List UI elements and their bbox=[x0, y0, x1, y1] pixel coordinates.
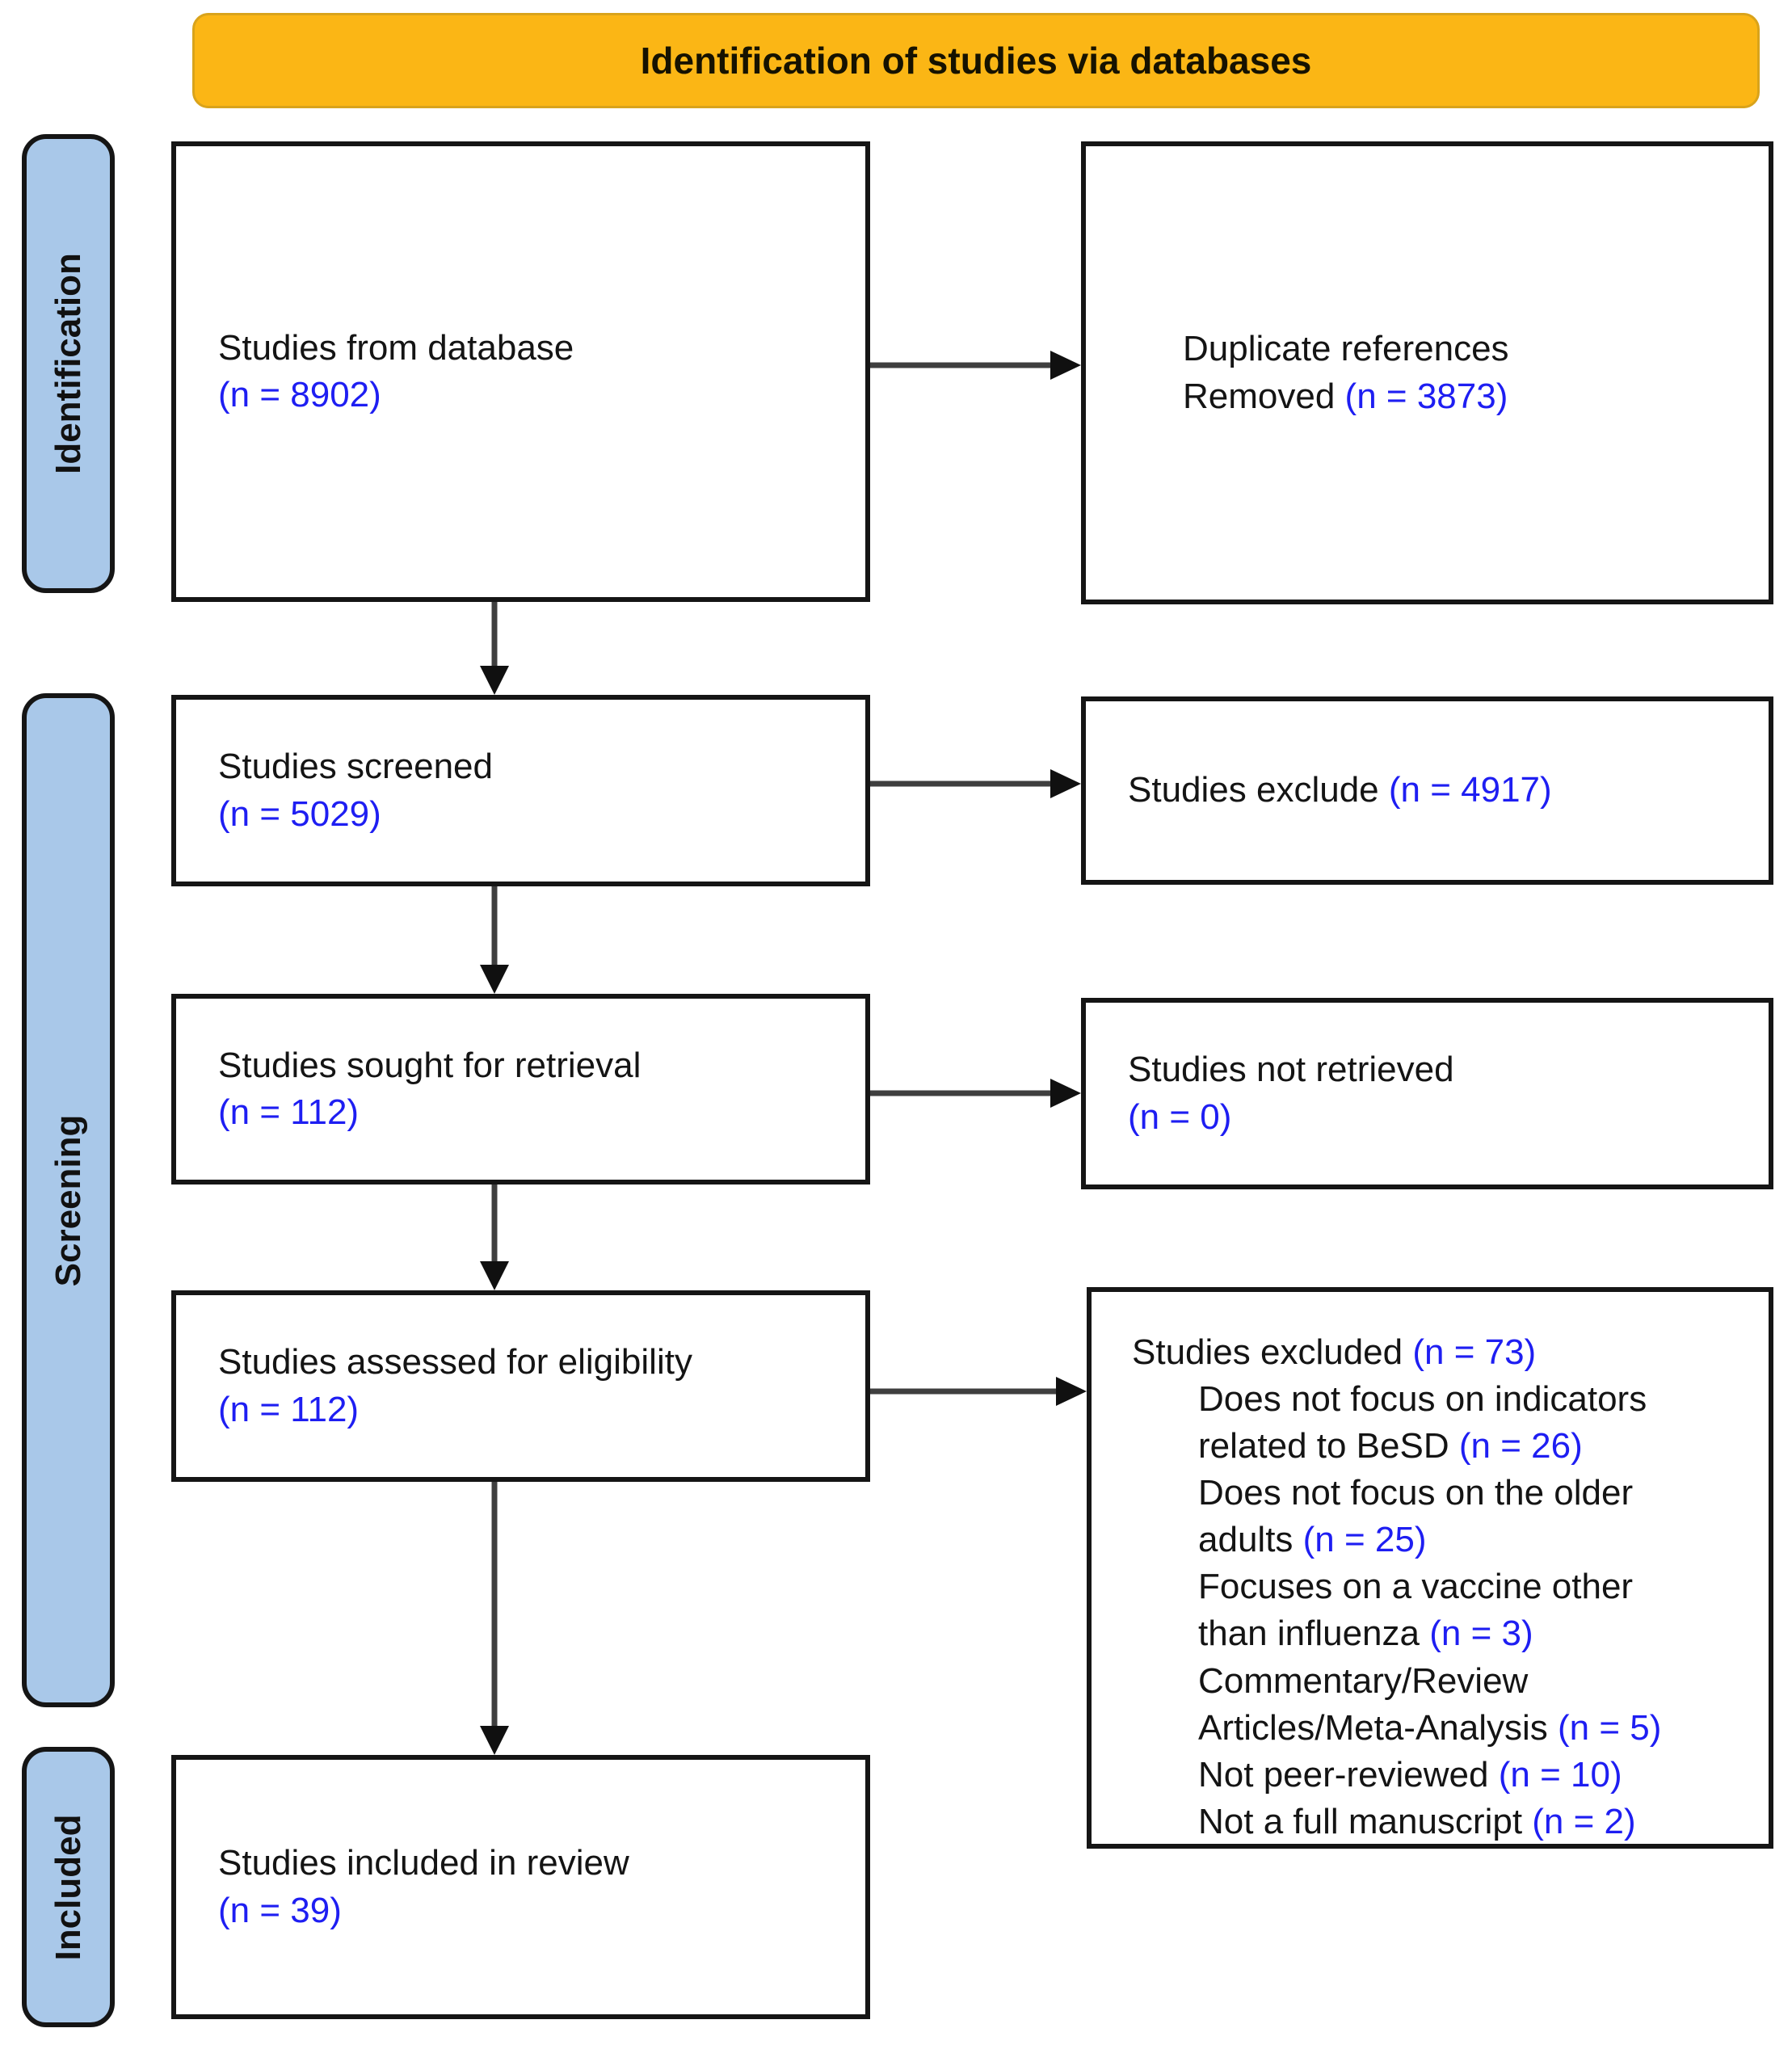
box-studies-excluded-reasons: Studies excluded (n = 73)Does not focus … bbox=[1087, 1287, 1773, 1849]
text-line: (n = 8902) bbox=[218, 372, 843, 419]
text-line: Focuses on a vaccine other bbox=[1132, 1563, 1746, 1610]
count-text: (n = 8902) bbox=[218, 375, 381, 414]
label-text: Studies assessed for eligibility bbox=[218, 1342, 692, 1382]
label-text: Commentary/Review bbox=[1198, 1660, 1529, 1701]
label-text: Does not focus on the older bbox=[1198, 1473, 1634, 1513]
arrow-right-4 bbox=[870, 1377, 1087, 1406]
label-text: Studies not retrieved bbox=[1128, 1050, 1454, 1090]
count-text: (n = 5029) bbox=[218, 793, 381, 834]
count-text: (n = 3873) bbox=[1344, 376, 1508, 416]
text-line: Studies screened bbox=[218, 743, 843, 790]
diagram-title: Identification of studies via databases bbox=[640, 40, 1312, 82]
arrow-down-2 bbox=[480, 886, 509, 994]
diagram-title-banner: Identification of studies via databases bbox=[192, 13, 1760, 108]
count-text: (n = 39) bbox=[218, 1890, 342, 1930]
count-text: (n = 10) bbox=[1498, 1754, 1622, 1795]
text-line: Does not focus on indicators bbox=[1132, 1376, 1746, 1423]
label-text: Studies exclude bbox=[1128, 770, 1389, 810]
label-text: Not peer-reviewed bbox=[1198, 1754, 1499, 1795]
label-text: Studies screened bbox=[218, 747, 493, 787]
box-studies-included-in-review: Studies included in review (n = 39) bbox=[171, 1755, 870, 2019]
count-text: (n = 5) bbox=[1558, 1707, 1662, 1748]
label-text: Studies included in review bbox=[218, 1843, 629, 1883]
text-line: Commentary/Review bbox=[1132, 1658, 1746, 1705]
box-studies-exclude: Studies exclude (n = 4917) bbox=[1081, 696, 1773, 885]
stage-bar-screening: Screening bbox=[22, 693, 115, 1707]
label-text: Articles/Meta-Analysis bbox=[1198, 1707, 1559, 1748]
label-text: Removed bbox=[1183, 376, 1345, 416]
stage-bar-included: Included bbox=[22, 1747, 115, 2027]
arrow-right-3 bbox=[870, 1079, 1081, 1108]
arrow-down-4 bbox=[480, 1482, 509, 1755]
count-text: (n = 2) bbox=[1532, 1801, 1636, 1841]
label-text: Studies from database bbox=[218, 327, 574, 368]
text-line: Does not focus on the older bbox=[1132, 1470, 1746, 1517]
count-text: (n = 112) bbox=[218, 1092, 360, 1132]
text-line: related to BeSD (n = 26) bbox=[1132, 1423, 1746, 1470]
text-line: (n = 0) bbox=[1128, 1094, 1746, 1141]
label-text: Studies excluded bbox=[1132, 1332, 1413, 1372]
label-text: adults bbox=[1198, 1520, 1303, 1560]
label-text: Not a full manuscript bbox=[1198, 1801, 1533, 1841]
label-text: Studies sought for retrieval bbox=[218, 1045, 642, 1085]
box-studies-assessed-for-eligibility: Studies assessed for eligibility (n = 112… bbox=[171, 1290, 870, 1482]
text-line: than influenza (n = 3) bbox=[1132, 1610, 1746, 1657]
stage-bar-identification: Identification bbox=[22, 134, 115, 593]
text-line: adults (n = 25) bbox=[1132, 1517, 1746, 1563]
text-line: Duplicate references bbox=[1183, 326, 1746, 372]
count-text: (n = 4917) bbox=[1388, 770, 1552, 810]
count-text: (n = 73) bbox=[1412, 1332, 1537, 1372]
arrow-right-2 bbox=[870, 769, 1081, 798]
count-text: (n = 26) bbox=[1458, 1426, 1583, 1466]
label-text: than influenza bbox=[1198, 1614, 1430, 1654]
text-line: (n = 39) bbox=[218, 1887, 843, 1934]
text-line: Studies not retrieved bbox=[1128, 1046, 1746, 1093]
box-studies-sought-for-retrieval: Studies sought for retrieval (n = 112) bbox=[171, 994, 870, 1185]
text-line: Not a full manuscript (n = 2) bbox=[1132, 1799, 1746, 1845]
count-text: (n = 0) bbox=[1128, 1096, 1232, 1137]
stage-label-identification: Identification bbox=[48, 253, 88, 474]
text-line: Studies exclude (n = 4917) bbox=[1128, 767, 1746, 814]
stage-label-screening: Screening bbox=[48, 1114, 88, 1286]
text-line: (n = 112) bbox=[218, 1386, 843, 1433]
text-line: Studies assessed for eligibility bbox=[218, 1339, 843, 1386]
text-line: Articles/Meta-Analysis (n = 5) bbox=[1132, 1705, 1746, 1752]
text-line: Studies sought for retrieval bbox=[218, 1042, 843, 1089]
label-text: Focuses on a vaccine other bbox=[1198, 1567, 1634, 1607]
box-studies-from-database: Studies from database (n = 8902) bbox=[171, 141, 870, 602]
text-line: Studies excluded (n = 73) bbox=[1132, 1329, 1746, 1376]
label-text: Does not focus on indicators bbox=[1198, 1379, 1647, 1420]
count-text: (n = 3) bbox=[1429, 1614, 1533, 1654]
label-text: Duplicate references bbox=[1183, 329, 1509, 369]
text-line: Removed (n = 3873) bbox=[1183, 373, 1746, 420]
count-text: (n = 25) bbox=[1302, 1520, 1427, 1560]
arrow-down-1 bbox=[480, 602, 509, 695]
text-line: Studies included in review bbox=[218, 1840, 843, 1887]
box-studies-not-retrieved: Studies not retrieved (n = 0) bbox=[1081, 998, 1773, 1189]
arrow-down-3 bbox=[480, 1185, 509, 1290]
stage-label-included: Included bbox=[48, 1814, 88, 1960]
text-line: (n = 5029) bbox=[218, 791, 843, 838]
arrow-right-1 bbox=[870, 351, 1081, 380]
label-text: related to BeSD bbox=[1198, 1426, 1459, 1466]
text-line: Studies from database bbox=[218, 325, 843, 372]
text-line: (n = 112) bbox=[218, 1089, 843, 1136]
box-studies-screened: Studies screened (n = 5029) bbox=[171, 695, 870, 886]
count-text: (n = 112) bbox=[218, 1389, 360, 1429]
text-line: Not peer-reviewed (n = 10) bbox=[1132, 1752, 1746, 1799]
